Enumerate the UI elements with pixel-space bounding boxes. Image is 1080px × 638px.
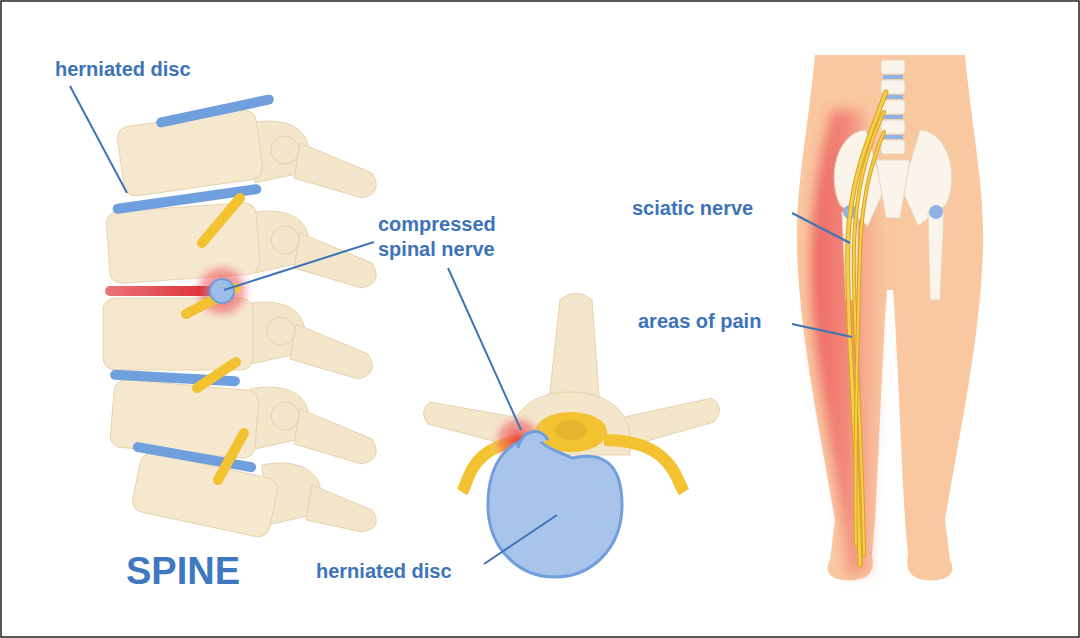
- skeleton: [834, 60, 952, 300]
- sacrum: [876, 160, 910, 218]
- nerve: [197, 362, 236, 388]
- disc-cross-section: [488, 438, 622, 577]
- leader-line: [792, 213, 850, 243]
- leader-lines: [70, 86, 852, 564]
- spinal-cord: [555, 420, 587, 440]
- disc: [883, 75, 903, 79]
- disc: [883, 115, 903, 119]
- leader-line: [792, 324, 852, 337]
- part-label: areas of pain: [638, 309, 761, 334]
- part-label: herniated disc: [316, 559, 452, 584]
- body-figure: [797, 55, 983, 580]
- disc: [883, 135, 903, 139]
- facet-knob: [271, 226, 299, 254]
- spinous-process: [294, 409, 376, 464]
- vertebral-bodies: [103, 109, 280, 539]
- nerve: [855, 132, 884, 545]
- nerve: [854, 112, 884, 555]
- hip-joint: [929, 205, 943, 219]
- facet-knob: [271, 136, 299, 164]
- spinous-process: [306, 485, 376, 532]
- part-label: herniated disc: [55, 57, 191, 82]
- body-outline: [797, 55, 983, 580]
- vertebra-cross-section: [423, 293, 719, 577]
- spine-side-view: [103, 94, 376, 539]
- nerve: [848, 92, 886, 565]
- posterior-elements: [246, 121, 376, 532]
- facet-knob: [267, 317, 295, 345]
- disc: [155, 94, 274, 129]
- vertebra: [881, 60, 905, 74]
- spinous-process: [294, 233, 376, 288]
- vertebra: [881, 140, 905, 154]
- leader-line: [224, 242, 374, 290]
- disc-bulge: [210, 279, 234, 303]
- sciatic-nerve-drawing: [848, 92, 886, 565]
- leader-line: [448, 268, 521, 430]
- disc-bulge: [518, 432, 548, 448]
- facet-knob: [271, 402, 299, 430]
- leader-line: [70, 86, 127, 193]
- spinous-process: [290, 324, 372, 379]
- discs: [110, 94, 275, 473]
- spinal-nerves: [186, 198, 244, 480]
- herniated-disc: [105, 286, 223, 296]
- leader-line: [484, 515, 557, 564]
- nerve: [848, 92, 886, 565]
- femur: [928, 212, 944, 300]
- nerve: [855, 132, 884, 545]
- nerve: [854, 112, 884, 555]
- part-label: compressed spinal nerve: [378, 212, 528, 262]
- vertebral-body: [130, 451, 279, 539]
- part-label: sciatic nerve: [632, 196, 753, 221]
- nerve: [202, 198, 240, 243]
- spinous-process: [294, 143, 376, 198]
- vertebral-body: [116, 109, 264, 198]
- nerve: [218, 433, 244, 480]
- figure-title: SPINE: [126, 548, 240, 596]
